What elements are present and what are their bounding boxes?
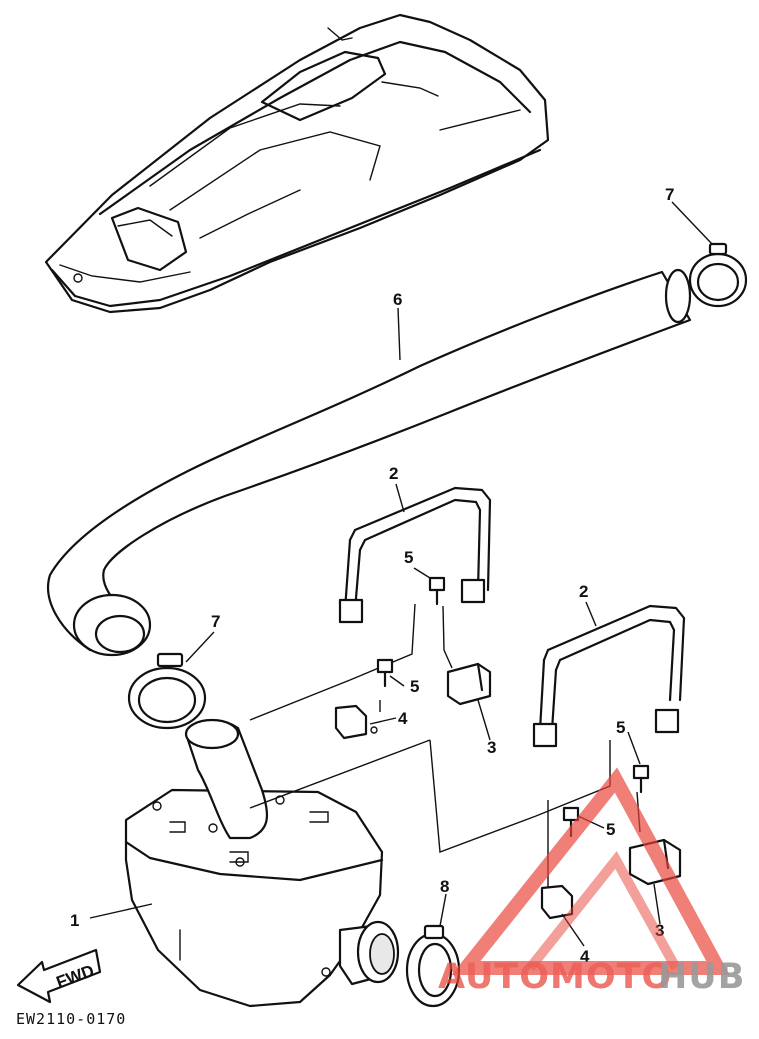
watercraft-hull bbox=[44, 13, 550, 314]
exhaust-hose bbox=[47, 268, 692, 657]
muffler bbox=[124, 718, 400, 1008]
drawing-code: EW2110-0170 bbox=[16, 1010, 126, 1028]
callout-5-b: 5 bbox=[410, 677, 419, 696]
watermark: AUTOMOTO HUB bbox=[438, 767, 745, 997]
hose-clamp-upper bbox=[688, 242, 748, 308]
callout-5-c: 5 bbox=[616, 718, 625, 737]
callout-2-upper: 2 bbox=[389, 464, 398, 483]
callout-2-lower: 2 bbox=[579, 582, 588, 601]
watermark-logo-icon bbox=[451, 767, 730, 975]
hose-clamp-lower bbox=[127, 652, 207, 730]
callout-5-d: 5 bbox=[606, 820, 615, 839]
callout-4-upper: 4 bbox=[398, 709, 408, 728]
callout-6: 6 bbox=[393, 290, 402, 309]
callout-8: 8 bbox=[440, 877, 449, 896]
callout-7-lower: 7 bbox=[211, 612, 220, 631]
callout-5-a: 5 bbox=[404, 548, 413, 567]
callout-1: 1 bbox=[70, 911, 79, 930]
callout-7-upper: 7 bbox=[665, 185, 674, 204]
watermark-text-secondary: HUB bbox=[658, 957, 745, 997]
callout-3-upper: 3 bbox=[487, 738, 496, 757]
muffler-band-upper bbox=[249, 486, 492, 740]
hose-clamp-8 bbox=[405, 924, 461, 1008]
callout-4-lower: 4 bbox=[580, 947, 590, 966]
fwd-arrow: FWD bbox=[16, 948, 102, 1004]
watermark-text-primary: AUTOMOTO bbox=[438, 957, 672, 997]
